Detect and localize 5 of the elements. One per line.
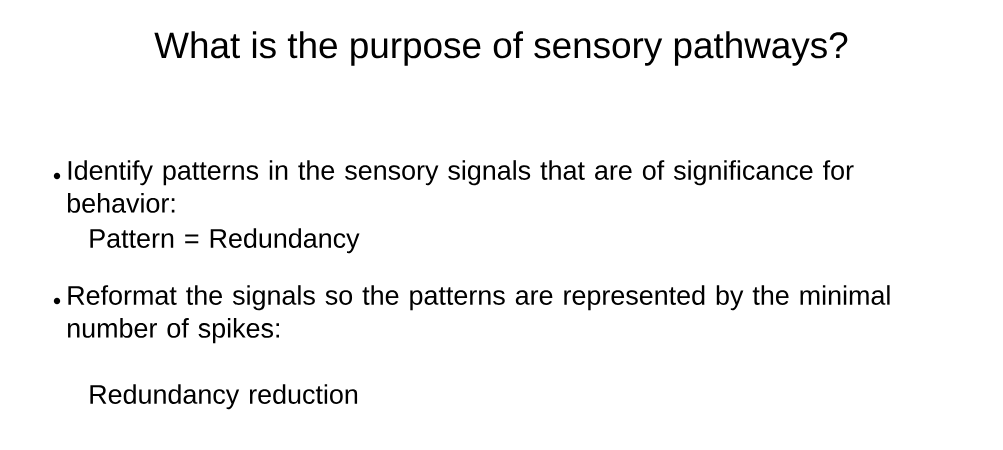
bullet-text: Identify patterns in the sensory signals that are of significance for behavior: <box>67 160 854 213</box>
title: What is the purpose of sensory pathways? <box>154 31 848 66</box>
indented-text: Pattern = Redundancy <box>90 228 360 254</box>
bullet-text: Reformat the signals so the patterns are represented by the minimal number of spikes: <box>68 285 890 344</box>
indented-text: Redundancy reduction <box>90 384 358 410</box>
